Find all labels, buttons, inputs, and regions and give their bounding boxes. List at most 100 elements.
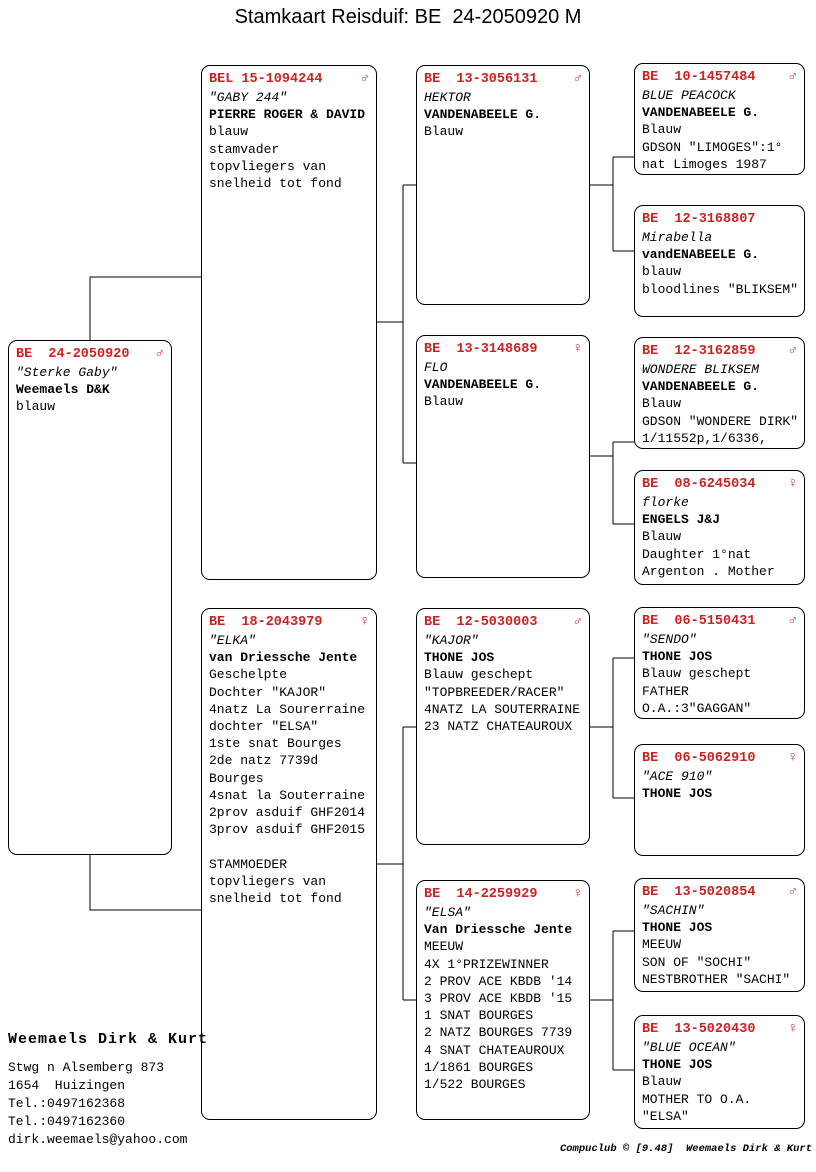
text-line: 1654 Huizingen (8, 1078, 126, 1093)
text-line: "SACHIN" (642, 903, 705, 918)
software-credit: Compuclub © [9.48] Weemaels Dirk & Kurt (559, 1143, 812, 1155)
text-line: Weemaels D&K (16, 382, 110, 398)
text-line: Blauw (642, 122, 682, 138)
sex-male-icon: ♂ (573, 71, 582, 87)
text-line: topvliegers van (209, 158, 327, 174)
text-line: 4X 1°PRIZEWINNER (424, 956, 549, 972)
text-line: blauw (16, 399, 56, 415)
text-line: blauw (209, 124, 249, 140)
text-line: Blauw (642, 1074, 682, 1090)
text-line: "BLUE OCEAN" (642, 1040, 736, 1055)
text-line: Blauw geschept (642, 666, 752, 682)
text-line: THONE JOS (642, 786, 713, 802)
ring-number: BE 14-2259929 (424, 887, 538, 902)
text-line: 23 NATZ CHATEAUROUX (424, 719, 573, 735)
ring-row: BE 08-6245034 ♀ (642, 476, 797, 494)
text-line: "SENDO" (642, 632, 697, 647)
text-line: topvliegers van (209, 873, 327, 889)
sex-female-icon: ♀ (788, 476, 797, 492)
ring-number: BE 13-3056131 (424, 72, 538, 87)
text-line: dochter "ELSA" (209, 719, 319, 735)
text-line (209, 838, 369, 855)
text-line: 4natz La Sourerraine (209, 701, 366, 717)
text-line: MOTHER TO O.A. (642, 1091, 752, 1107)
text-line: THONE JOS (424, 650, 495, 666)
text-line: NESTBROTHER "SACHI" (642, 971, 791, 987)
text-line: Dochter "KAJOR" (209, 684, 327, 700)
text-line: 4 SNAT CHATEAUROUX (424, 1042, 565, 1058)
text-line: FLO (424, 360, 448, 375)
text-line: "KAJOR" (424, 633, 479, 648)
sex-male-icon: ♂ (360, 71, 369, 87)
text-line: THONE JOS (642, 920, 713, 936)
ring-row: BE 14-2259929 ♀ (424, 886, 582, 904)
text-line: Van Driessche Jente (424, 922, 573, 938)
ring-number: BE 06-5062910 (642, 751, 756, 766)
text-line: "ELSA" (642, 1108, 689, 1124)
ring-row: BE 10-1457484 ♂ (642, 69, 797, 87)
ring-number: BEL 15-1094244 (209, 72, 323, 87)
text-line: Tel.:0497162360 (8, 1114, 126, 1129)
text-line: GDSON "LIMOGES":1° (642, 139, 783, 155)
ring-row: BE 13-5020430 ♀ (642, 1021, 797, 1039)
text-line: Blauw (424, 124, 464, 140)
ring-number: BE 12-3162859 (642, 344, 756, 359)
ring-number: BE 13-5020854 (642, 885, 756, 900)
ring-row: BE 12-3162859 ♂ (642, 343, 797, 361)
text-line: Blauw geschept (424, 667, 534, 683)
text-line: Mirabella (642, 230, 713, 245)
text-line: MEEUW (642, 937, 682, 953)
ring-number: BE 10-1457484 (642, 70, 756, 85)
sex-female-icon: ♀ (360, 614, 369, 630)
pedigree-box-dam: BE 18-2043979 ♀ "ELKA"van Driessche Jent… (201, 608, 377, 1120)
ring-number: BE 08-6245034 (642, 477, 756, 492)
sex-male-icon: ♂ (788, 613, 797, 629)
ring-number: BE 13-3148689 (424, 342, 538, 357)
text-line: snelheid tot fond (209, 891, 342, 907)
ring-row: BE 13-3148689 ♀ (424, 341, 582, 359)
ring-row: BE 18-2043979 ♀ (209, 614, 369, 632)
text-line: 1ste snat Bourges (209, 736, 342, 752)
text-line: 1 SNAT BOURGES (424, 1008, 534, 1024)
text-line: 3prov asduif GHF2015 (209, 822, 366, 838)
text-line: Stwg n Alsemberg 873 (8, 1060, 165, 1075)
text-line: 2prov asduif GHF2014 (209, 805, 366, 821)
pedigree-box-granddam-maternal: BE 14-2259929 ♀ "ELSA"Van Driessche Jent… (416, 880, 590, 1120)
owner-block: Weemaels Dirk & Kurt Stwg n Alsemberg 87… (8, 1030, 208, 1149)
text-line: HEKTOR (424, 90, 471, 105)
ring-number: BE 18-2043979 (209, 615, 323, 630)
text-line: VANDENABEELE G. (642, 105, 760, 121)
sex-female-icon: ♀ (788, 1021, 797, 1037)
page-title: Stamkaart Reisduif: BE 24-2050920 M (234, 6, 582, 28)
sex-male-icon: ♂ (788, 69, 797, 85)
text-line: 1/11552p,1/6336, (642, 430, 767, 446)
text-line: PIERRE ROGER & DAVID (209, 107, 366, 123)
ring-row: BE 12-3168807 (642, 211, 797, 229)
ring-row: BEL 15-1094244 ♂ (209, 71, 369, 89)
text-line: THONE JOS (642, 649, 713, 665)
text-line: Blauw (642, 529, 682, 545)
text-line: 3 PROV ACE KBDB '15 (424, 991, 573, 1007)
text-line: "GABY 244" (209, 90, 288, 105)
text-line: O.A.:3"GAGGAN" (642, 700, 752, 716)
text-line: BLUE PEACOCK (642, 88, 736, 103)
text-line: Blauw (424, 394, 464, 410)
ring-row: BE 13-3056131 ♂ (424, 71, 582, 89)
text-line: FATHER (642, 683, 689, 699)
sex-male-icon: ♂ (155, 346, 164, 362)
ring-number: BE 13-5020430 (642, 1022, 756, 1037)
sex-male-icon: ♂ (788, 884, 797, 900)
box-text: "ACE 910"THONE JOS (642, 768, 797, 802)
